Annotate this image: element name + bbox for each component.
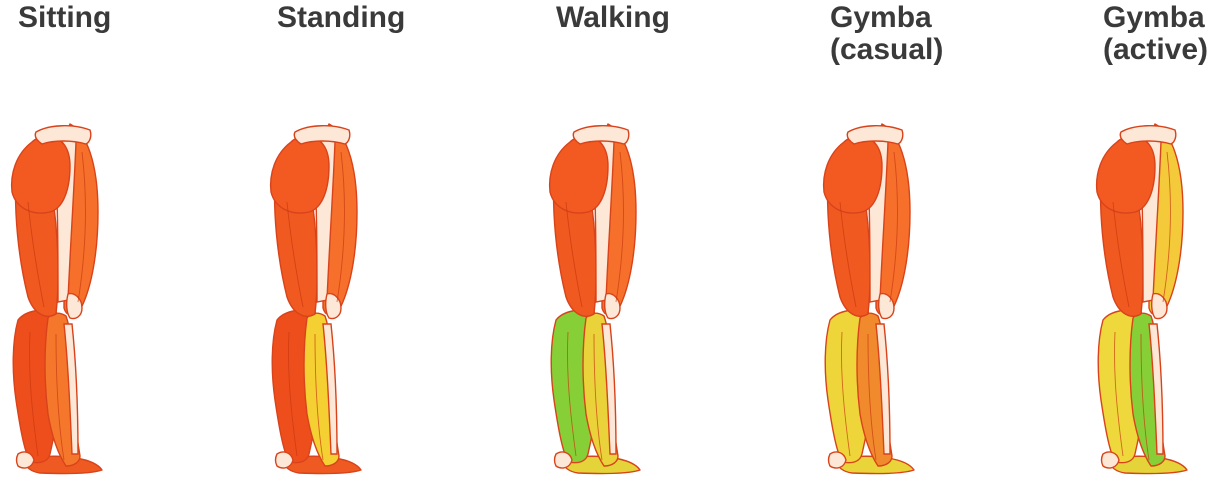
- panel-sitting: Sitting: [18, 0, 264, 482]
- pelvis-bone: [294, 126, 350, 144]
- hip-muscles: [12, 136, 70, 213]
- panel-walking: Walking: [556, 0, 802, 482]
- panel-standing: Standing: [277, 0, 523, 482]
- pelvis-bone: [847, 126, 903, 144]
- heel-bone: [829, 452, 847, 468]
- pelvis-bone: [573, 126, 629, 144]
- pelvis-bone: [1120, 126, 1176, 144]
- leg-muscle-illustration: [10, 62, 120, 482]
- hip-muscles: [1097, 136, 1155, 213]
- panel-gymba-casual: Gymba (casual): [830, 0, 1076, 482]
- leg-muscle-illustration: [1095, 62, 1205, 482]
- pelvis-bone: [35, 126, 91, 144]
- heel-bone: [276, 452, 294, 468]
- panel-label: Gymba (active): [1103, 2, 1208, 66]
- panel-label: Sitting: [18, 2, 111, 34]
- hip-muscles: [550, 136, 608, 213]
- hip-muscles: [824, 136, 882, 213]
- panel-label: Gymba (casual): [830, 2, 943, 66]
- leg-muscle-illustration: [269, 62, 379, 482]
- panel-label: Walking: [556, 2, 670, 34]
- leg-muscle-illustration: [822, 62, 932, 482]
- heel-bone: [555, 452, 573, 468]
- hip-muscles: [271, 136, 329, 213]
- panel-gymba-active: Gymba (active): [1103, 0, 1228, 482]
- heel-bone: [1102, 452, 1120, 468]
- heel-bone: [17, 452, 35, 468]
- panel-label: Standing: [277, 2, 405, 34]
- leg-muscle-illustration: [548, 62, 658, 482]
